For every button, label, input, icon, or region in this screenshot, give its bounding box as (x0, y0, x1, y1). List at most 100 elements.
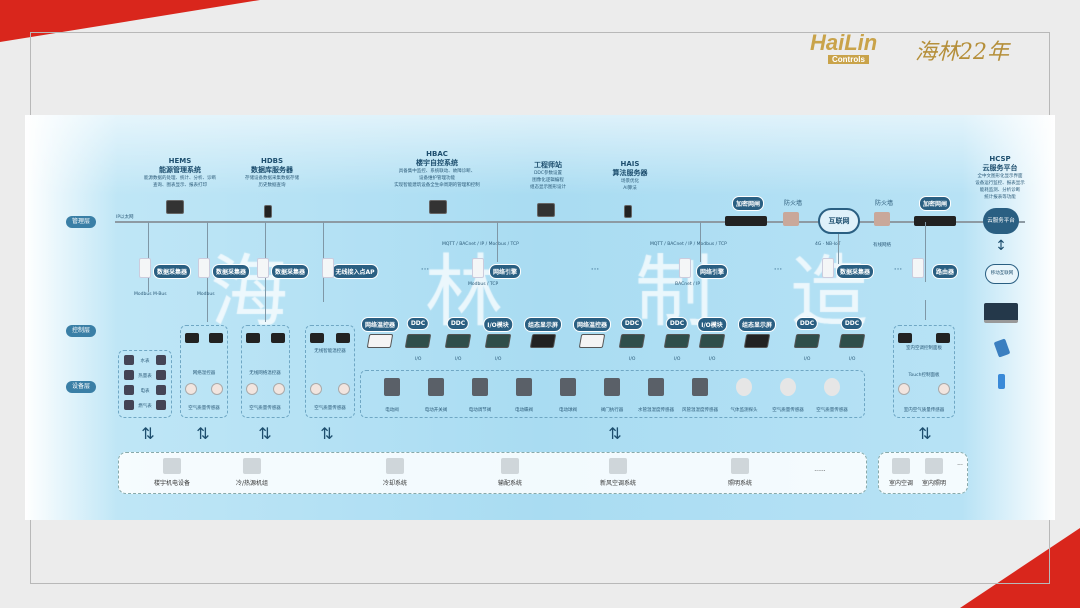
field-device-icon (824, 378, 840, 396)
controller-device-icon (793, 334, 821, 348)
controller-device-icon (663, 334, 691, 348)
system-icon (608, 458, 627, 474)
system-name: 工程师站 (534, 161, 562, 169)
indoor-item: 室内空调 (889, 458, 913, 487)
io-label: I/O (709, 357, 716, 362)
indoor-icon (891, 458, 910, 474)
field-device-group (360, 370, 865, 418)
indoor-icon (924, 458, 943, 474)
firewall-label: 防火墙 (874, 200, 894, 207)
indoor-item: 室内照明 (922, 458, 946, 487)
system-description: 场景优化 AI算法 (621, 179, 639, 191)
controller-device-icon (838, 334, 866, 348)
collector-7: 路由器 (931, 264, 959, 279)
logo-sub: Controls (828, 55, 869, 64)
anniversary-text: 海林22年 (915, 40, 1009, 65)
internet-cloud-icon: 互联网 (818, 208, 860, 234)
field-device-label: 电动调节阀 (468, 408, 492, 413)
thermostat-group (893, 325, 955, 418)
controller-device-icon (404, 334, 432, 348)
system-icon (500, 458, 519, 474)
meter-label: 电表 (140, 389, 150, 394)
system-code: HEMS (168, 157, 192, 165)
connector-line (497, 222, 498, 262)
system-name: 云服务平台 (982, 164, 1018, 172)
controller-9: 组态显示屏 (737, 317, 777, 332)
building-systems-group (118, 452, 867, 494)
controller-5: 网络温控器 (572, 317, 612, 332)
indoor-label: 室内照明 (921, 480, 947, 487)
system-name: 算法服务器 (612, 169, 648, 177)
connector-line (925, 222, 926, 282)
bidirectional-arrow-icon: ⇅ (320, 424, 334, 443)
io-label: I/O (804, 357, 811, 362)
system-item: 冷却系统 (383, 458, 407, 487)
meter-icon (156, 370, 166, 380)
connector-line (838, 234, 839, 264)
field-device-icon (428, 378, 444, 396)
monitor-icon (429, 200, 447, 214)
panel-icon (209, 333, 223, 343)
mbus-label: Modbus M-Bus (134, 292, 167, 297)
panel-icon (898, 333, 912, 343)
ellipsis: ··· (773, 265, 783, 275)
server-icon (624, 205, 632, 218)
system-item: 照明系统 (728, 458, 752, 487)
meter-label: 燃气表 (138, 404, 152, 409)
thermostat-group (305, 325, 355, 418)
panel-icon (271, 333, 285, 343)
panel-icon (185, 333, 199, 343)
sensor-icon (898, 383, 910, 395)
hailin-logo: HaiLin Controls 海林22年 (810, 30, 1050, 70)
indoor-label: 室内空调 (888, 480, 914, 487)
controller-1: DDC (406, 317, 430, 330)
device-icon (679, 258, 691, 278)
system-description: 全中文图形化显示界面 设备运行监控、报表显示 能耗监测、分析诊断 统计报表等功能 (975, 174, 1025, 200)
modbus-tcp-label: Modbus / TCP (468, 282, 499, 287)
system-label: 冷/热源机组 (235, 480, 269, 487)
ip-ethernet-bus (115, 221, 1025, 223)
io-label: I/O (415, 357, 422, 362)
controller-10: DDC (795, 317, 819, 330)
field-device-label: 电动蝶阀 (515, 408, 533, 413)
monitor-icon (166, 200, 184, 214)
indoor-item: ··· (957, 458, 963, 469)
field-device-label: 电动阀 (385, 408, 399, 413)
firewall-label: 防火墙 (783, 200, 803, 207)
bidirectional-arrow-icon: ↕ (995, 238, 1007, 254)
group-label: 空气质量传感器 (188, 406, 220, 411)
protocol-label: MQTT / BACnet / IP / Modbus / TCP (650, 242, 727, 247)
system-label: 新风空调系统 (599, 480, 637, 487)
meter-label: 水表 (140, 359, 150, 364)
io-label: I/O (674, 357, 681, 362)
panel-icon (936, 333, 950, 343)
bus-label: IP以太网 (116, 215, 134, 220)
group-label: 空气质量传感器 (249, 406, 281, 411)
red-corner-decoration (960, 528, 1080, 608)
system-description: 能源数据的处理、统计、分析、诊断 查询、图表显示、报表打印 (144, 176, 216, 188)
layer-label: 管理层 (66, 216, 96, 228)
system-item: 楼宇机电设备 (154, 458, 190, 487)
system-code: HAIS (620, 160, 640, 168)
controller-device-icon (578, 334, 606, 348)
field-device-icon (560, 378, 576, 396)
controller-2: DDC (446, 317, 470, 330)
field-device-label: 风管温湿度传感器 (682, 408, 718, 413)
meter-icon (156, 355, 166, 365)
logo-main: HaiLin (810, 30, 878, 55)
red-corner-decoration (0, 0, 260, 42)
field-device-icon (736, 378, 752, 396)
meter-icon (124, 385, 134, 395)
controller-3: I/O模块 (483, 317, 513, 332)
cloud-platform-icon: 云服务平台 (983, 208, 1019, 234)
system-name: 数据库服务器 (251, 166, 293, 174)
panel-icon (246, 333, 260, 343)
device-icon (912, 258, 924, 278)
sensor-icon (273, 383, 285, 395)
collector-3: 无线接入点AP (331, 264, 379, 279)
thermostat-group (241, 325, 290, 418)
meter-icon (156, 400, 166, 410)
collector-6: 数据采集器 (835, 264, 875, 279)
group-label: Touch控制面板 (908, 373, 940, 378)
